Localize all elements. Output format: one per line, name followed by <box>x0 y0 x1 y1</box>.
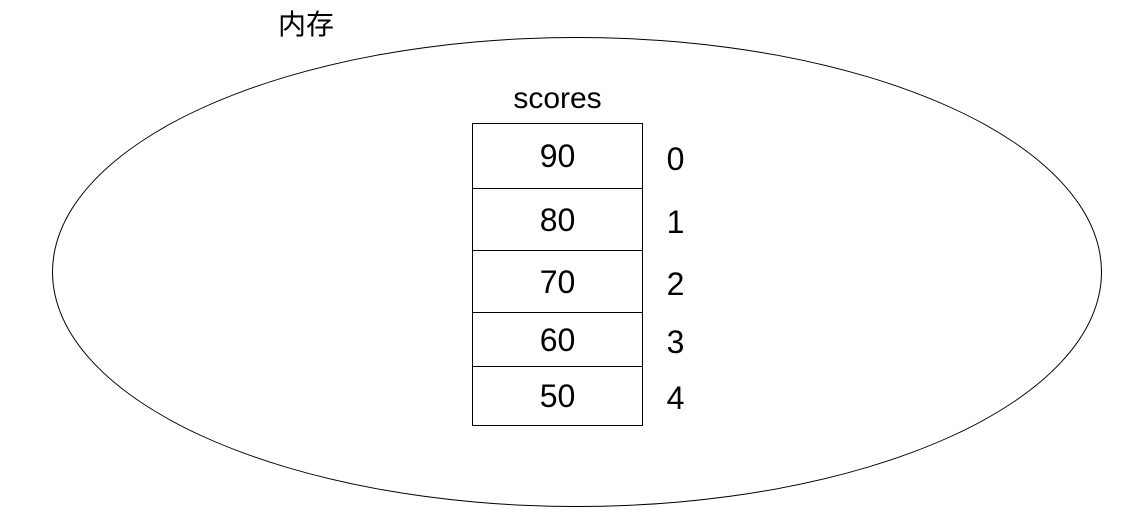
array-cell: 50 <box>539 378 576 414</box>
array-cell: 60 <box>473 313 642 367</box>
array-cell: 90 <box>473 124 642 189</box>
memory-ellipse <box>52 37 1102 507</box>
index-column: 0 1 2 3 4 <box>648 124 703 425</box>
array-cell: 70 <box>473 251 642 313</box>
array-cell: 80 <box>473 189 642 251</box>
memory-label: 内存 <box>278 9 335 40</box>
array-name-label: scores <box>513 82 602 115</box>
array-index-label: 4 <box>666 380 685 416</box>
array-index-label: 0 <box>666 140 685 177</box>
array-table: 90 80 70 60 50 <box>472 123 643 426</box>
array-index-label: 2 <box>666 266 685 302</box>
array-index-label: 3 <box>666 324 685 360</box>
array-index-label: 1 <box>666 204 685 240</box>
